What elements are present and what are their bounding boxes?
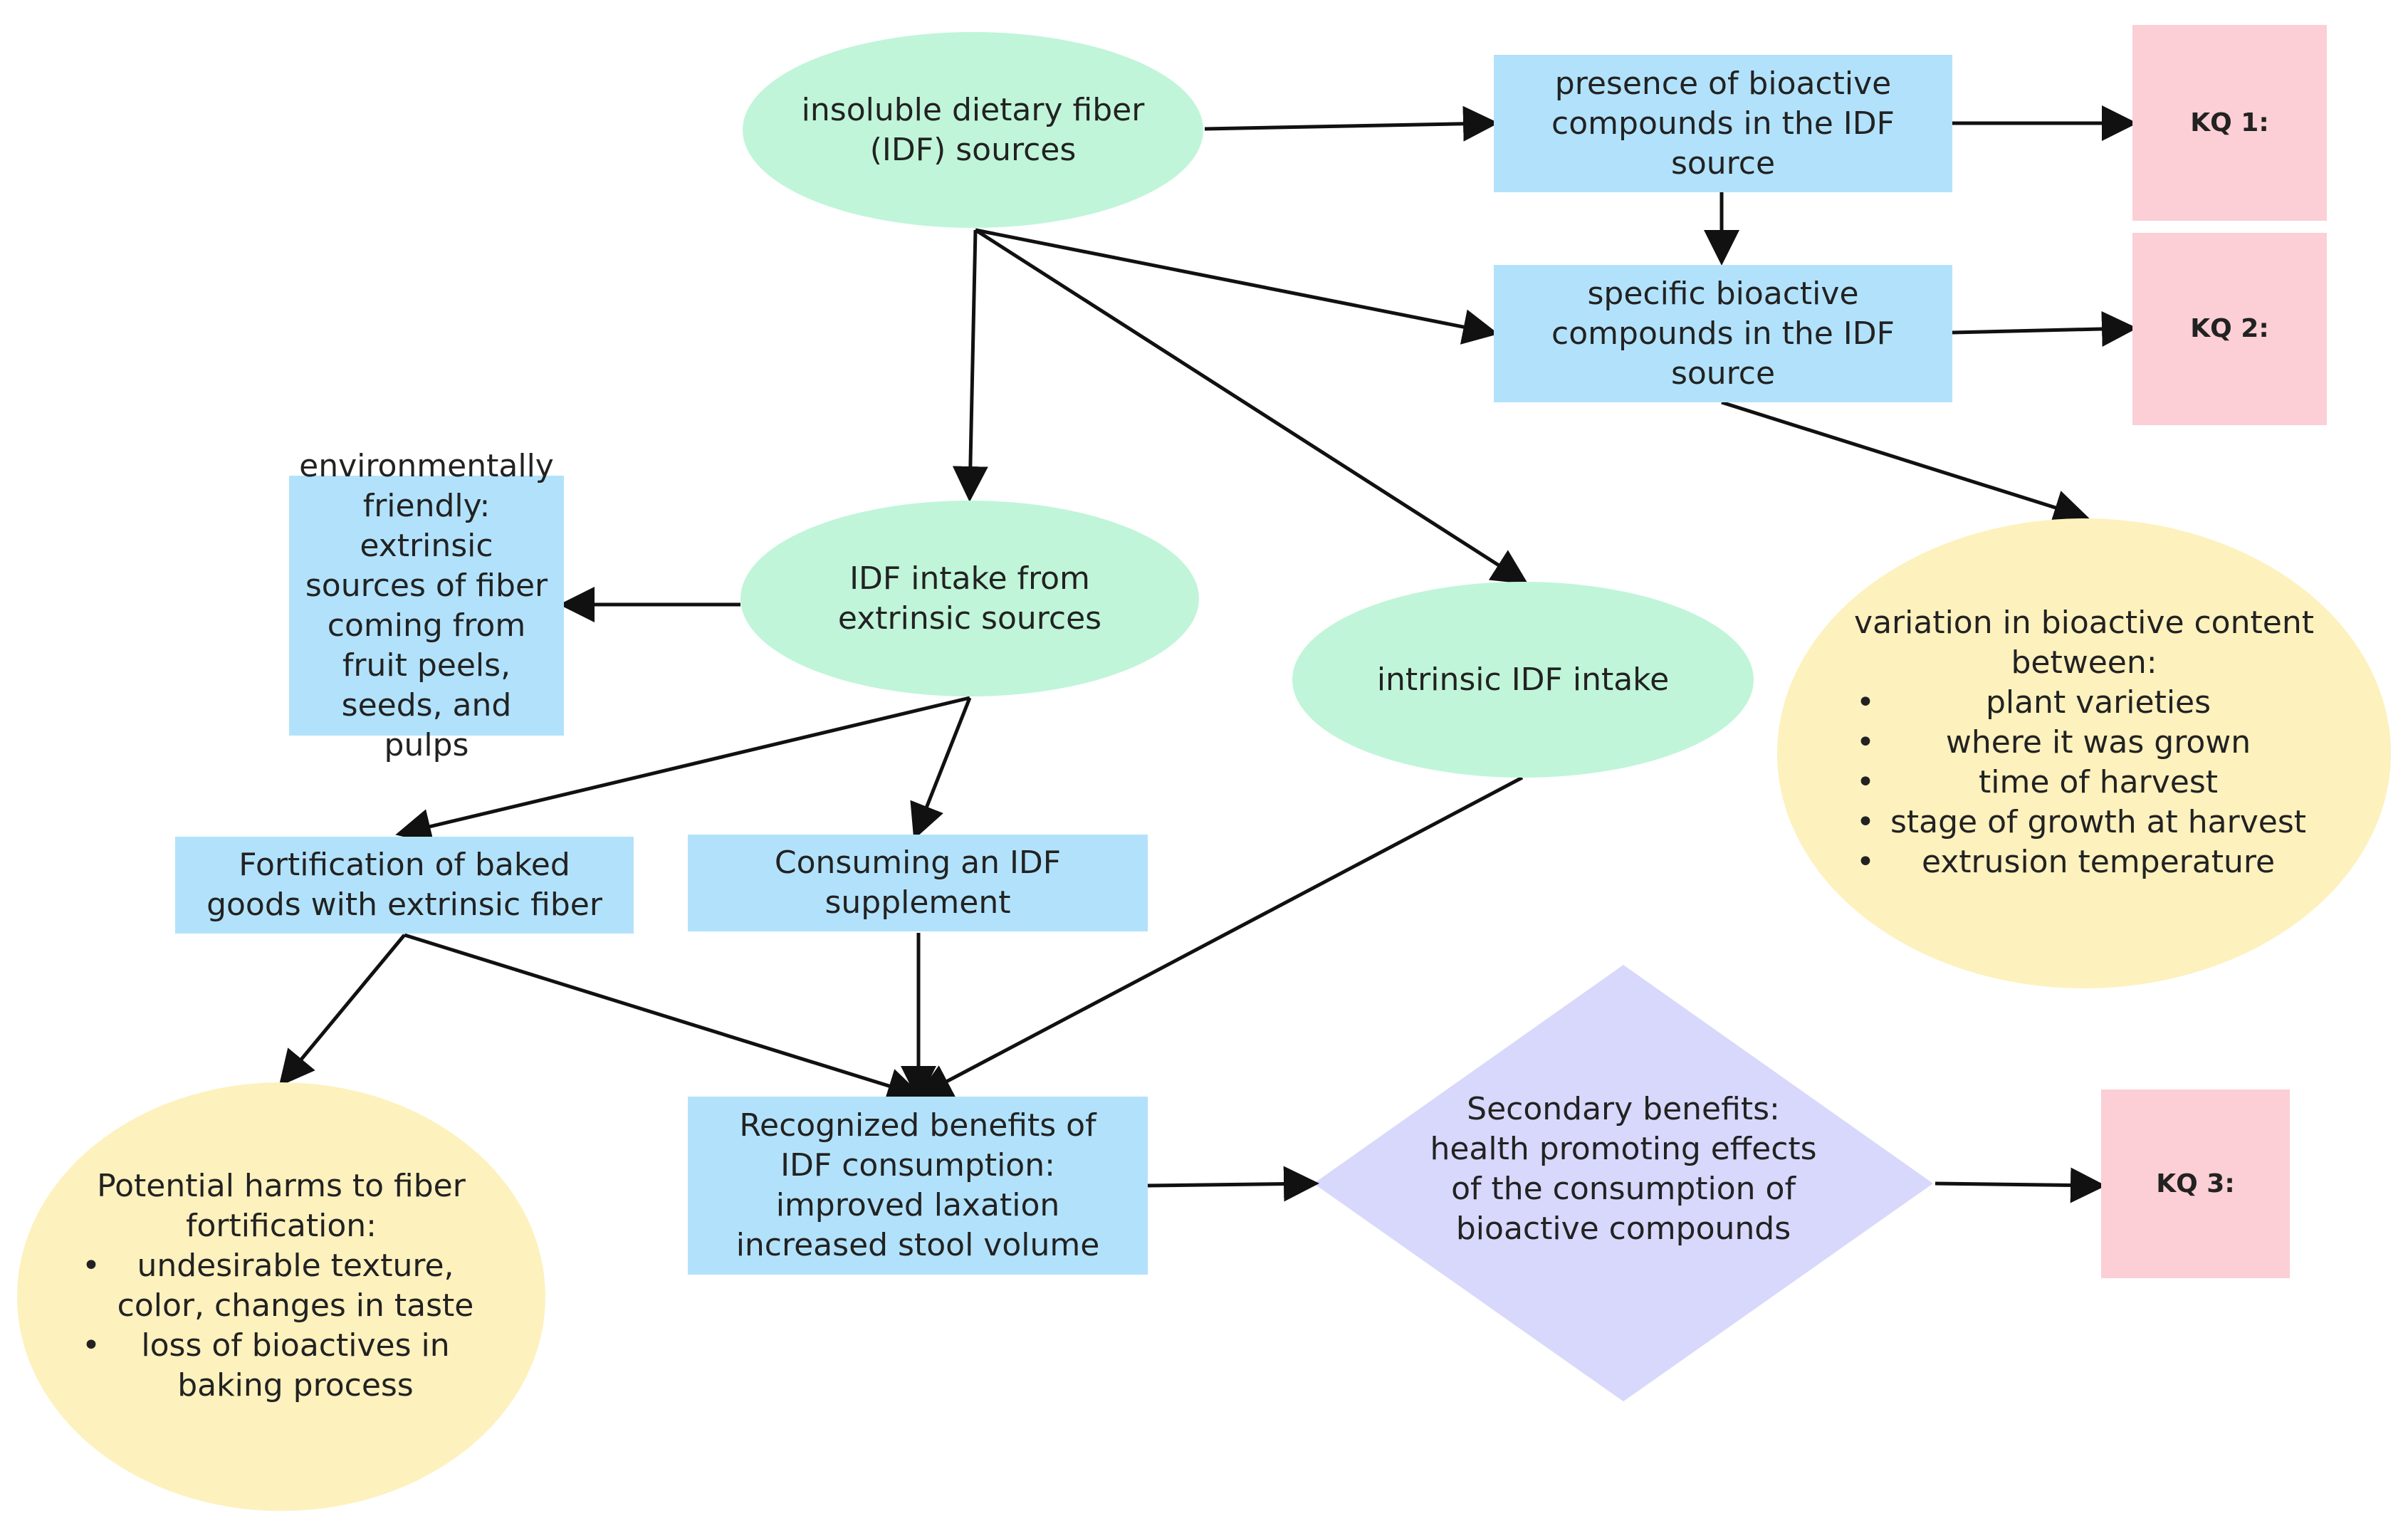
arrow-fortification-to-harms [278,934,406,1087]
kq1-label: KQ 1: [2190,108,2269,137]
kq2-node: KQ 2: [2132,233,2327,425]
arrow-sources-to-extrinsic [952,229,988,502]
secondary-benefits-diamond-shape [1314,965,1933,1401]
idf-sources-node: insoluble dietary fiber (IDF) sources [743,32,1203,228]
arrow-sources-to-specific [975,228,1499,345]
variation-heading: variation in bioactive content between: [1854,605,2314,681]
arrow-fortification-to-recognized [404,933,923,1103]
variation-item: •time of harvest [1856,764,2218,800]
variation-node: variation in bioactive content between: … [1777,518,2391,988]
harms-list: •undesirable texture, color, changes in … [82,1246,481,1406]
specific-node: specific bioactive compounds in the IDF … [1494,265,1952,402]
kq3-node: KQ 3: [2101,1089,2290,1278]
arrow-sources-to-presence [1204,105,1499,142]
arrow-extrinsic-to-supplement [910,697,972,840]
variation-item: •extrusion temperature [1856,844,2276,880]
arrow-intrinsic-to-recognized [916,775,1524,1098]
kq2-label: KQ 2: [2190,314,2269,343]
fortification-node: Fortification of baked goods with extrin… [175,837,634,934]
presence-node: presence of bioactive compounds in the I… [1494,55,1952,192]
harms-heading: Potential harms to fiber fortification: [97,1168,466,1244]
env-friendly-label: environmentally friendly: extrinsic sour… [299,447,554,763]
env-friendly-node: environmentally friendly: extrinsic sour… [289,448,564,763]
secondary-benefits-node: Secondary benefits: health promoting eff… [1406,1089,1841,1282]
arrow-recognized-to-secondary [1147,1166,1319,1202]
recognized-laxation: improved laxation [775,1187,1060,1223]
extrinsic-intake-label: IDF intake from extrinsic sources [837,560,1102,637]
intrinsic-intake-label: intrinsic IDF intake [1376,661,1670,698]
variation-list: •plant varieties •where it was grown •ti… [1856,683,2312,882]
intrinsic-intake-node: intrinsic IDF intake [1292,582,1754,778]
kq3-label: KQ 3: [2156,1169,2235,1198]
variation-item: •stage of growth at harvest [1856,804,2307,840]
extrinsic-intake-node: IDF intake from extrinsic sources [740,501,1199,696]
kq1-node: KQ 1: [2132,25,2327,221]
recognized-stool: increased stool volume [736,1227,1100,1263]
presence-label: presence of bioactive compounds in the I… [1551,65,1895,182]
variation-item: •where it was grown [1856,724,2251,761]
harms-item: •undesirable texture, color, changes in … [82,1248,474,1324]
arrow-extrinsic-to-fortification [395,696,970,845]
harms-item: •loss of bioactives in baking process [82,1327,450,1404]
fortification-label: Fortification of baked goods with extrin… [206,847,602,923]
arrow-specific-to-kq2 [1952,310,2137,347]
specific-label: specific bioactive compounds in the IDF … [1551,275,1895,392]
harms-node: Potential harms to fiber fortification: … [17,1082,545,1511]
supplement-node: Consuming an IDF supplement [688,835,1148,931]
recognized-benefits-node: Recognized benefits of IDF consumption: … [688,1097,1148,1275]
idf-sources-label: insoluble dietary fiber (IDF) sources [801,91,1145,168]
variation-item: •plant varieties [1856,684,2211,721]
supplement-label: Consuming an IDF supplement [774,845,1062,921]
arrow-sources-to-intrinsic [974,228,1529,585]
arrow-specific-to-variation [1721,400,2090,525]
recognized-heading: Recognized benefits of IDF consumption: [739,1107,1096,1183]
arrow-secondary-to-kq3 [1935,1167,2106,1203]
secondary-benefits-label: Secondary benefits: health promoting eff… [1430,1091,1817,1247]
